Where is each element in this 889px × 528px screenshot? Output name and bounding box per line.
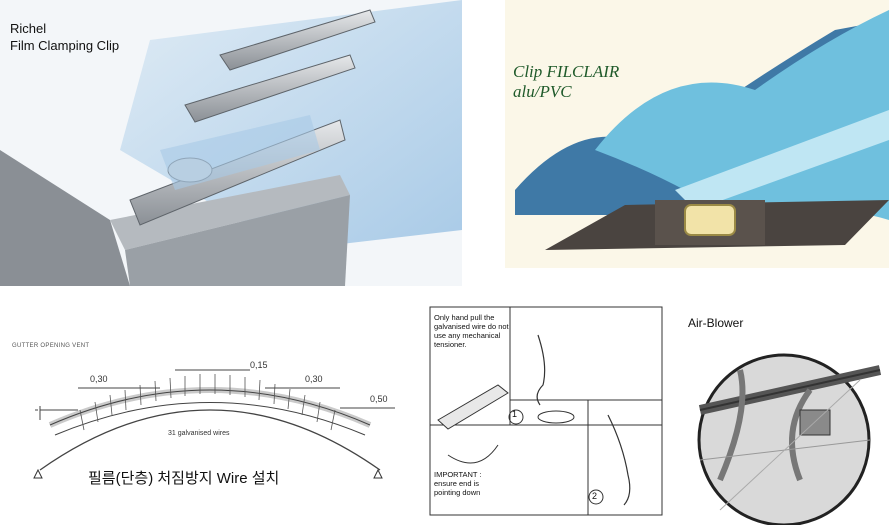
richel-title-line1: Richel bbox=[10, 21, 47, 36]
gutter-dim-1: 0,30 bbox=[90, 374, 108, 384]
filclair-clip-drawing bbox=[505, 0, 889, 268]
richel-clip-drawing bbox=[0, 0, 462, 286]
richel-title: Richel Film Clamping Clip bbox=[10, 20, 119, 54]
filclair-title: Clip FILCLAIR alu/PVC bbox=[513, 62, 619, 102]
manual-step-1: 1 bbox=[512, 409, 518, 419]
gutter-korean-caption: 필름(단층) 처짐방지 Wire 설치 bbox=[88, 470, 280, 487]
gutter-vent-drawing bbox=[33, 369, 395, 479]
richel-clip-illustration: Richel Film Clamping Clip bbox=[0, 0, 462, 286]
filclair-clip-illustration: Clip FILCLAIR alu/PVC bbox=[505, 0, 889, 268]
gutter-dim-3: 0,30 bbox=[305, 374, 323, 384]
richel-title-line2: Film Clamping Clip bbox=[10, 38, 120, 53]
air-blower-title: Air-Blower bbox=[688, 316, 744, 330]
manual-note-bottom: IMPORTANT : ensure end is pointing down bbox=[434, 470, 482, 497]
air-blower-photo bbox=[697, 353, 882, 525]
air-blower-illustration: Air-Blower bbox=[680, 310, 889, 525]
gutter-dim-4: 0,50 bbox=[370, 394, 388, 404]
manual-note-top: Only hand pull the galvanised wire do no… bbox=[434, 313, 509, 349]
manual-drawing bbox=[429, 306, 663, 516]
filclair-title-line2: alu/PVC bbox=[513, 82, 572, 101]
wire-installation-manual: Only hand pull the galvanised wire do no… bbox=[428, 305, 664, 517]
gutter-wires-label: 31 galvanised wires bbox=[168, 430, 230, 437]
gutter-dim-2: 0,15 bbox=[250, 360, 268, 370]
filclair-title-line1: Clip FILCLAIR bbox=[513, 62, 620, 81]
gutter-vent-diagram: GUTTER OPENING VENT 0,30 0,15 0,30 0,50 … bbox=[0, 330, 420, 520]
manual-step-2: 2 bbox=[592, 491, 598, 501]
gutter-title: GUTTER OPENING VENT bbox=[12, 343, 90, 349]
